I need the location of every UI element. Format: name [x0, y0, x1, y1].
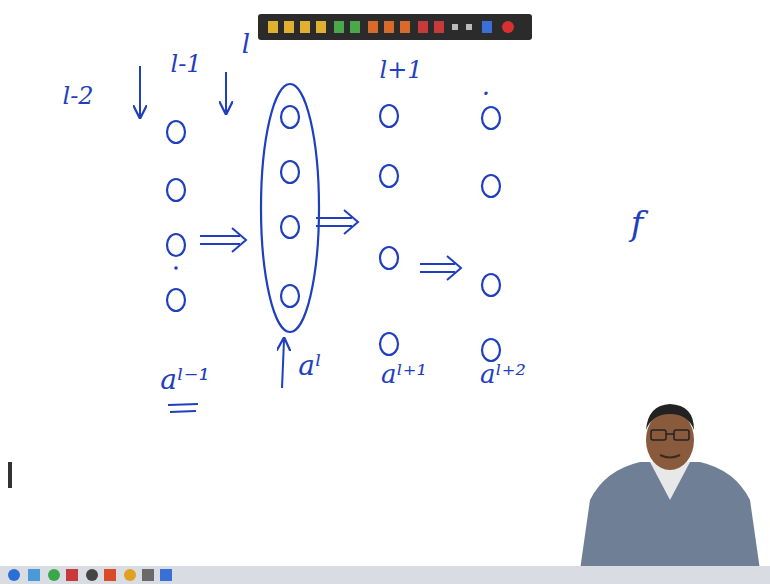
label-holder: aˡ⁻¹ — [160, 365, 210, 396]
neurons — [167, 84, 500, 361]
edge-mark — [8, 462, 12, 488]
handwritten-label: f — [631, 203, 644, 243]
label-holder: aˡ — [298, 351, 322, 382]
toolbar — [258, 14, 532, 40]
dot — [174, 266, 178, 270]
label-holder: f — [631, 205, 644, 242]
handwritten-label: l-2 — [62, 82, 93, 110]
arrows — [140, 66, 461, 412]
label-holder: l-1 — [170, 51, 201, 77]
label-holder: . — [482, 72, 490, 101]
handwritten-label: . — [482, 71, 490, 101]
handwritten-label: aˡ⁻¹ — [160, 363, 210, 396]
handwritten-label: l+1 — [379, 56, 422, 84]
label-holder: l-2 — [62, 83, 93, 109]
presenter — [578, 404, 762, 584]
label-holder: aˡ⁺¹ — [381, 360, 427, 389]
handwritten-label: aˡ — [298, 349, 322, 382]
label-holder: l — [242, 30, 250, 59]
taskbar — [0, 566, 770, 584]
handwritten-label: l — [242, 29, 250, 59]
label-holder: aˡ⁺² — [480, 360, 526, 389]
handwritten-label: l-1 — [170, 50, 201, 78]
label-holder: l+1 — [379, 57, 422, 83]
handwritten-label: aˡ⁺¹ — [381, 359, 427, 389]
handwritten-label: aˡ⁺² — [480, 359, 526, 389]
